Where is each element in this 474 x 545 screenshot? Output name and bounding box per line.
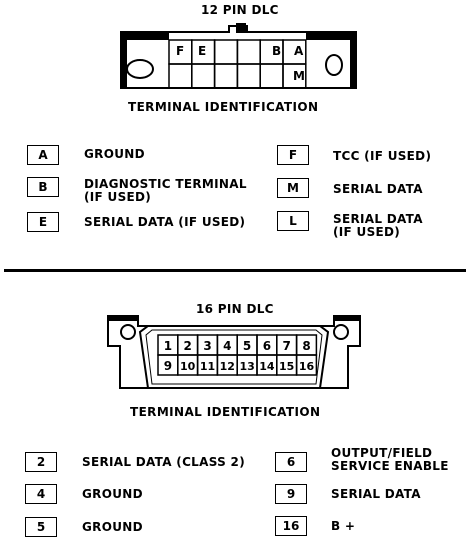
dlc16-pin-number: 8: [302, 339, 310, 353]
dlc16-pin-number: 2: [184, 339, 192, 353]
dlc12-subtitle: TERMINAL IDENTIFICATION: [128, 100, 319, 114]
pin-a-label: A: [294, 44, 304, 58]
pin-e-label: E: [198, 44, 206, 58]
section-divider: [4, 269, 466, 272]
dlc16-title: 16 PIN DLC: [196, 302, 274, 316]
dlc16-pin-number: 7: [283, 339, 291, 353]
left-latch-oval: [126, 59, 154, 79]
right-mount-hole: [333, 324, 349, 340]
dlc16-pin-number: 11: [200, 360, 215, 373]
legend-desc-l: SERIAL DATA (IF USED): [333, 212, 423, 239]
legend-desc-4: GROUND: [82, 487, 143, 501]
legend-code-9: 9: [275, 484, 307, 504]
legend-desc-5: GROUND: [82, 520, 143, 534]
legend-code-6: 6: [275, 452, 307, 472]
right-latch-oval: [325, 54, 343, 76]
legend-code-2: 2: [25, 452, 57, 472]
dlc12-connector-diagram: F E B A M: [120, 23, 357, 89]
dlc12-pin-cell: [282, 63, 307, 89]
dlc16-pin-number: 6: [263, 339, 271, 353]
legend-desc-2: SERIAL DATA (CLASS 2): [82, 455, 245, 469]
dlc16-pin-number: 3: [203, 339, 211, 353]
legend-desc-16: B +: [331, 519, 356, 533]
legend-desc-b: DIAGNOSTIC TERMINAL (IF USED): [84, 177, 247, 204]
legend-code-a: A: [27, 145, 59, 165]
legend-desc-f: TCC (IF USED): [333, 149, 432, 163]
legend-code-l: L: [277, 211, 309, 231]
legend-desc-m: SERIAL DATA: [333, 182, 423, 196]
legend-code-f: F: [277, 145, 309, 165]
legend-code-b: B: [27, 177, 59, 197]
dlc16-pin-number: 13: [239, 360, 254, 373]
dlc16-pin-number: 16: [299, 360, 315, 373]
left-mount-hole: [120, 324, 136, 340]
legend-code-4: 4: [25, 484, 57, 504]
pin-m-label: M: [293, 69, 305, 83]
legend-code-5: 5: [25, 517, 57, 537]
legend-code-e: E: [27, 212, 59, 232]
legend-desc-6: OUTPUT/FIELD SERVICE ENABLE: [331, 446, 449, 473]
dlc16-pin-number: 1: [164, 339, 172, 353]
dlc16-pin-number: 15: [279, 360, 294, 373]
pin-b-label: B: [272, 44, 281, 58]
dlc16-pin-number: 12: [220, 360, 235, 373]
dlc16-subtitle: TERMINAL IDENTIFICATION: [130, 405, 321, 419]
legend-code-16: 16: [275, 516, 307, 536]
legend-desc-9: SERIAL DATA: [331, 487, 421, 501]
dlc16-pin-number: 5: [243, 339, 251, 353]
legend-code-m: M: [277, 178, 309, 198]
legend-desc-e: SERIAL DATA (IF USED): [84, 215, 246, 229]
dlc16-pin-number: 4: [223, 339, 231, 353]
dlc16-pin-number: 14: [259, 360, 275, 373]
dlc16-pin-number: 9: [164, 359, 172, 373]
dlc16-pin-cell: [295, 354, 318, 376]
dlc12-title: 12 PIN DLC: [201, 3, 279, 17]
legend-desc-a: GROUND: [84, 147, 145, 161]
pin-f-label: F: [176, 44, 184, 58]
dlc16-pin-number: 10: [180, 360, 196, 373]
